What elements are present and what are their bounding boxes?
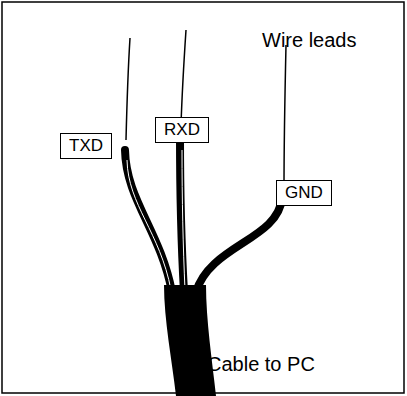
signal-name: TXD [61, 136, 111, 156]
txd-wire [125, 150, 172, 292]
wire-highlight [182, 150, 185, 290]
caption-label: Cable to PC [207, 352, 315, 376]
rxd-wire [180, 135, 184, 292]
signal-name: GND [277, 183, 331, 203]
txd-lead [126, 38, 130, 140]
signal-label-box: GND [276, 180, 332, 206]
cable [164, 285, 216, 396]
gnd-wire [196, 198, 282, 292]
rxd-lead [181, 30, 186, 125]
gnd-lead [284, 45, 286, 190]
signal-name: RXD [156, 120, 208, 140]
signal-label-box: TXD [60, 133, 112, 159]
caption-label: Wire leads [262, 28, 356, 52]
signal-label-box: RXD [155, 117, 209, 143]
wire-highlight [127, 160, 171, 290]
